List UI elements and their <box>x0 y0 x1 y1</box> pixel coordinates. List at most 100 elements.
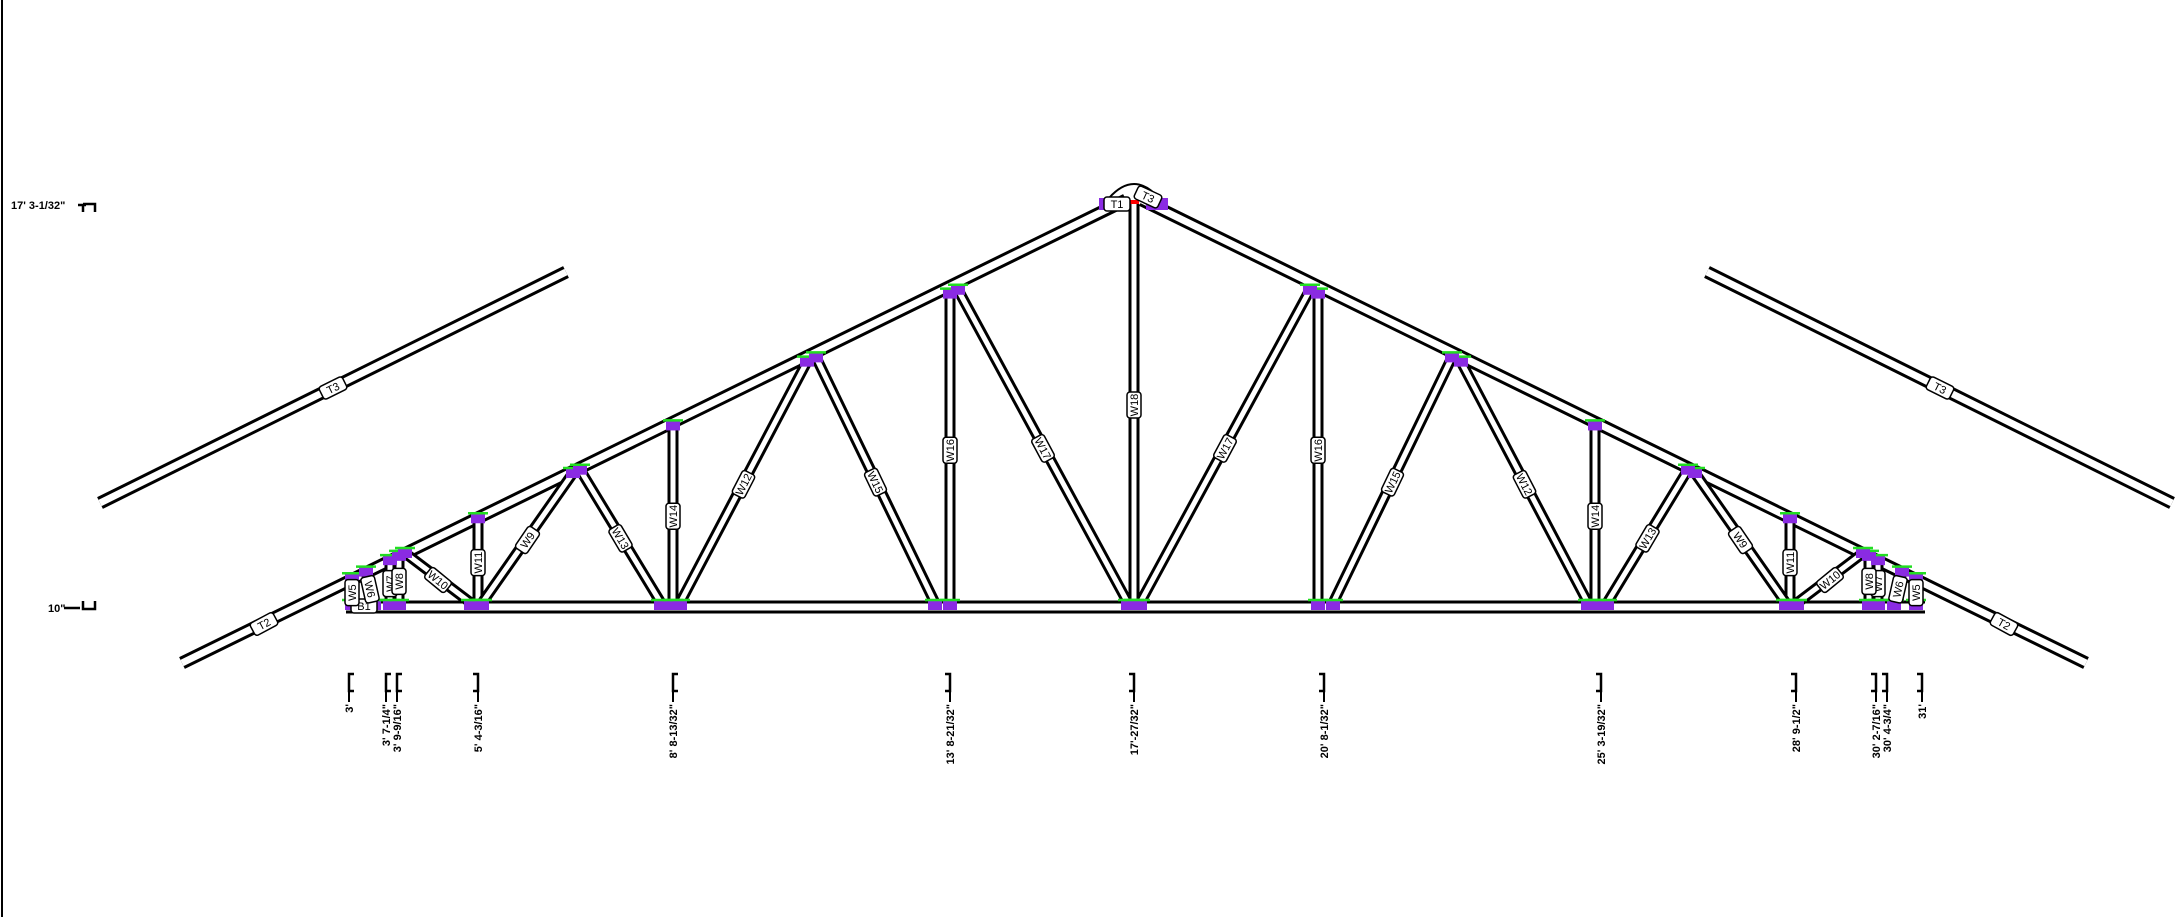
web-label-left-11: W15 <box>863 467 888 497</box>
dimension-9: 25' 3-19/32" <box>1596 672 1608 764</box>
dimension-label: 3' <box>344 704 356 713</box>
dimension-4: 5' 4-3/16" <box>473 672 485 752</box>
bottom-plate-center <box>1124 598 1144 610</box>
bottom-plate-right-4 <box>1859 598 1879 610</box>
dimension-label: 28' 9-1/2" <box>1791 704 1803 752</box>
dimension-label: 13' 8-21/32" <box>945 704 957 764</box>
web-label-left-8: W13 <box>608 523 633 553</box>
dimension-bracket <box>1129 672 1136 693</box>
top-chord-label-left: T2 <box>249 611 279 637</box>
dimension-bracket <box>945 672 952 693</box>
dimension-bracket <box>1596 672 1603 693</box>
top-plate-left-13 <box>948 283 968 295</box>
top-plate-left-11 <box>806 351 826 363</box>
dimension-bracket <box>384 672 391 693</box>
top-plate-left-5 <box>395 546 415 559</box>
top-chord-label-right-text: T2 <box>1995 617 2012 634</box>
dimension-bracket <box>1319 672 1326 693</box>
web-label-right-2: W6 <box>1888 574 1908 604</box>
dimension-label: 30' 2-7/16" <box>1871 704 1883 758</box>
web-label-left-9: W14 <box>665 502 681 530</box>
bottom-plate-right-11 <box>1323 598 1343 610</box>
web-label-left-9-text: W14 <box>668 505 680 528</box>
web-label-right-12: W16 <box>1310 436 1326 465</box>
bottom-plate-right-7 <box>1776 598 1796 610</box>
web-label-right-6: W11 <box>1782 548 1798 577</box>
web-label-right-11: W15 <box>1380 467 1405 497</box>
dimension-5: 8' 8-13/32" <box>668 672 680 758</box>
web-label-left-6-text: W11 <box>473 552 485 574</box>
bottom-plate-left-7 <box>472 598 492 610</box>
dimension-10: 28' 9-1/2" <box>1791 672 1803 752</box>
web-label-right-2-text: W6 <box>1891 580 1906 599</box>
top-chord-label-left-text: T2 <box>256 617 273 634</box>
top-plate-right-8 <box>1678 463 1698 475</box>
top-plate-left-9 <box>663 419 683 431</box>
web-label-right-13: W17 <box>1213 433 1237 463</box>
bottom-plate-left-10 <box>670 598 690 610</box>
top-plate-right-11 <box>1442 351 1462 363</box>
bottom-plate-left-4 <box>389 598 409 610</box>
rafter-label-left: T3 <box>318 376 348 400</box>
peak-mark <box>1129 200 1139 204</box>
web-label-left-12: W16 <box>942 436 958 465</box>
dimension-label: 3' 9-9/16" <box>392 704 404 752</box>
web-label-right-8: W13 <box>1635 523 1660 553</box>
web-label-center-text: W18 <box>1129 394 1141 417</box>
dimension-3: 3' 9-9/16" <box>392 672 404 752</box>
web-label-left-2: W6 <box>360 574 380 604</box>
peak-label-right-text: T3 <box>1139 190 1156 206</box>
top-plate-right-13 <box>1300 283 1320 295</box>
bottom-plate-left-11 <box>925 598 945 610</box>
web-label-right-4: W8 <box>1861 567 1877 596</box>
dimension-bracket <box>671 672 678 693</box>
web-label-left-6: W11 <box>470 548 486 577</box>
dimension-bracket <box>1791 672 1798 693</box>
rafter-label-right-text: T3 <box>1931 381 1948 397</box>
dimension-label: 20' 8-1/32" <box>1319 704 1331 758</box>
dimension-label: 30' 4-3/4" <box>1882 704 1894 752</box>
dimension-13: 31' <box>1917 672 1929 719</box>
top-chord-label-right: T2 <box>1989 611 2019 637</box>
dimension-label: 8' 8-13/32" <box>668 704 680 758</box>
height-bracket-peak <box>78 202 97 212</box>
web-label-left-4-text: W8 <box>394 573 406 590</box>
peak-label-right: T3 <box>1133 185 1163 209</box>
dimension-label: 17'-27/32" <box>1129 704 1141 755</box>
dimension-label: 5' 4-3/16" <box>473 704 485 752</box>
height-bracket-base <box>64 601 97 611</box>
top-plate-left-1 <box>342 571 362 584</box>
truss-members <box>97 194 2175 669</box>
dimension-1: 3' <box>344 672 356 713</box>
peak-label-left: T1 <box>1103 196 1131 212</box>
dimension-8: 20' 8-1/32" <box>1319 672 1331 758</box>
bottom-plate-right-12 <box>1308 598 1328 610</box>
dimension-bracket <box>473 672 480 693</box>
top-plate-left-6 <box>468 512 488 524</box>
dimension-12: 30' 4-3/4" <box>1882 672 1894 752</box>
web-label-left-13: W17 <box>1031 433 1055 463</box>
rafter-label-right: T3 <box>1925 376 1955 400</box>
peak-label-left-text: T1 <box>1111 199 1124 211</box>
web-label-right-9: W14 <box>1587 502 1603 530</box>
web-label-left-12-text: W16 <box>945 439 957 462</box>
dimension-2: 3' 7-1/4" <box>381 672 393 746</box>
web-label-right-4-text: W8 <box>1864 573 1876 590</box>
web-label-right-1-text: W5 <box>1911 584 1923 601</box>
web-label-center: W18 <box>1126 391 1142 419</box>
dimension-bracket <box>1882 672 1889 693</box>
dimension-bracket <box>347 672 354 693</box>
bottom-chord-label-text: B1 <box>357 601 370 613</box>
bottom-plate-right-10 <box>1578 598 1598 610</box>
top-chord-right <box>1139 194 2089 669</box>
web-label-right-7: W9 <box>1727 525 1754 555</box>
web-label-left-1-text: W5 <box>347 584 359 601</box>
dimension-bracket <box>1871 672 1878 693</box>
top-plate-right-5 <box>1853 546 1873 559</box>
height-label-peak: 17' 3-1/32" <box>11 200 65 212</box>
web-label-right-10: W12 <box>1512 469 1537 499</box>
web-label-left-10: W12 <box>731 469 756 499</box>
dimension-label: 3' 7-1/4" <box>381 704 393 746</box>
height-label-base: 10" <box>48 603 65 615</box>
